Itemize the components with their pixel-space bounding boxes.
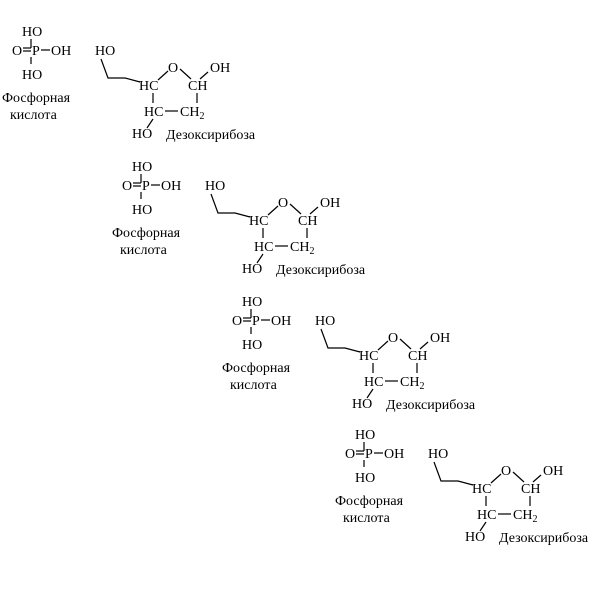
molecule-group-2: HO O P OH HO Фосфорная кислота HO HC O C…: [112, 160, 366, 278]
bond-hc-oh-bottom: [146, 118, 154, 129]
phosphate-p: P: [252, 314, 260, 329]
sugar-hc-top: HC: [359, 349, 378, 364]
sugar-hc-bottom: HC: [477, 508, 496, 523]
sugar-ch-right: CH: [298, 214, 317, 229]
phosphate-p: P: [365, 447, 373, 462]
phosphate-p: P: [142, 179, 150, 194]
phosphate-double-o: O: [345, 447, 355, 462]
bond-o-ch: [512, 471, 525, 483]
phosphate-top-ho: HO: [355, 428, 375, 443]
molecule-group-3: HO O P OH HO Фосфорная кислота HO HC O C…: [222, 295, 476, 413]
phosphate-right-oh: OH: [271, 314, 291, 329]
bond-hc-o: [267, 205, 279, 216]
phosphate-bottom-ho: HO: [242, 338, 262, 353]
sugar-ring-o: O: [501, 464, 511, 479]
deoxyribose: HO HC O CH OH HC CH2 HO Дезоксирибоза: [205, 179, 366, 278]
phosphate-right-oh: OH: [384, 447, 404, 462]
sugar-hc-top: HC: [139, 79, 158, 94]
bond-hc-o: [157, 70, 169, 81]
bond-hc-oh-bottom: [366, 388, 374, 399]
phosphate-double-o: O: [122, 179, 132, 194]
sugar-bottom-ho: HO: [132, 127, 152, 142]
phosphate-right-oh: OH: [161, 179, 181, 194]
sugar-ch2: CH2: [180, 105, 204, 122]
phosphoric-acid-label-line2: кислота: [120, 243, 168, 258]
sugar-ch2: CH2: [400, 375, 424, 392]
sugar-ch2: CH2: [290, 240, 314, 257]
bond-ch2-link: [210, 193, 251, 218]
bond-ch-oh: [419, 341, 429, 350]
phosphoric-acid-label-line1: Фосфорная: [335, 494, 404, 509]
sugar-ch-right: CH: [408, 349, 427, 364]
bond-ch-oh: [309, 206, 319, 215]
sugar-top-ho: HO: [205, 179, 225, 194]
phosphoric-acid-label-line1: Фосфорная: [112, 226, 181, 241]
sugar-top-ho: HO: [95, 44, 115, 59]
bond-ch2-link: [320, 328, 361, 353]
sugar-oh-right: OH: [430, 331, 450, 346]
sugar-top-ho: HO: [315, 314, 335, 329]
molecule-group-4: HO O P OH HO Фосфорная кислота HO HC O C…: [335, 428, 589, 546]
phosphoric-acid: HO O P OH HO Фосфорная кислота: [2, 25, 71, 123]
phosphoric-acid-label-line2: кислота: [343, 511, 391, 526]
sugar-bottom-ho: HO: [242, 262, 262, 277]
bond-ch-oh: [199, 71, 209, 80]
deoxyribose: HO HC O CH OH HC CH2 HO Дезоксирибоза: [95, 44, 256, 143]
sugar-ch-right: CH: [521, 482, 540, 497]
bond-o-ch: [179, 68, 192, 80]
sugar-oh-right: OH: [320, 196, 340, 211]
phosphate-right-oh: OH: [51, 44, 71, 59]
sugar-ch2: CH2: [513, 508, 537, 525]
sugar-hc-top: HC: [472, 482, 491, 497]
bond-ch-oh: [532, 474, 542, 483]
phosphate-bottom-ho: HO: [22, 68, 42, 83]
sugar-oh-right: OH: [543, 464, 563, 479]
bond-ch2-link: [433, 461, 474, 486]
deoxyribose-label: Дезоксирибоза: [499, 531, 589, 546]
phosphate-bottom-ho: HO: [132, 203, 152, 218]
sugar-bottom-ho: HO: [352, 397, 372, 412]
bond-ch2-link: [100, 58, 141, 83]
phosphoric-acid: HO O P OH HO Фосфорная кислота: [335, 428, 404, 526]
deoxyribose: HO HC O CH OH HC CH2 HO Дезоксирибоза: [315, 314, 476, 413]
bond-hc-oh-bottom: [479, 521, 487, 532]
deoxyribose-label: Дезоксирибоза: [276, 263, 366, 278]
phosphoric-acid-label-line1: Фосфорная: [2, 91, 71, 106]
sugar-ring-o: O: [278, 196, 288, 211]
phosphoric-acid: HO O P OH HO Фосфорная кислота: [112, 160, 181, 258]
phosphate-top-ho: HO: [22, 25, 42, 40]
phosphate-double-o: O: [12, 44, 22, 59]
deoxyribose-label: Дезоксирибоза: [386, 398, 476, 413]
phosphate-top-ho: HO: [242, 295, 262, 310]
sugar-oh-right: OH: [210, 61, 230, 76]
sugar-ring-o: O: [168, 61, 178, 76]
sugar-ch-right: CH: [188, 79, 207, 94]
sugar-hc-bottom: HC: [254, 240, 273, 255]
sugar-top-ho: HO: [428, 447, 448, 462]
sugar-ring-o: O: [388, 331, 398, 346]
sugar-hc-top: HC: [249, 214, 268, 229]
phosphate-top-ho: HO: [132, 160, 152, 175]
bond-hc-oh-bottom: [256, 253, 264, 264]
bond-o-ch: [289, 203, 302, 215]
bond-o-ch: [399, 338, 412, 350]
phosphoric-acid: HO O P OH HO Фосфорная кислота: [222, 295, 291, 393]
deoxyribose-label: Дезоксирибоза: [166, 128, 256, 143]
molecule-group-1: HO O P OH HO Фосфорная кислота HO HC O C…: [2, 25, 256, 143]
deoxyribose: HO HC O CH OH HC CH2 HO Дезоксирибоза: [428, 447, 589, 546]
phosphoric-acid-label-line2: кислота: [230, 378, 278, 393]
phosphate-p: P: [32, 44, 40, 59]
sugar-hc-bottom: HC: [144, 105, 163, 120]
sugar-bottom-ho: HO: [465, 530, 485, 545]
phosphate-double-o: O: [232, 314, 242, 329]
sugar-hc-bottom: HC: [364, 375, 383, 390]
phosphoric-acid-label-line2: кислота: [10, 108, 58, 123]
phosphate-bottom-ho: HO: [355, 471, 375, 486]
bond-hc-o: [490, 473, 502, 484]
phosphoric-acid-label-line1: Фосфорная: [222, 361, 291, 376]
bond-hc-o: [377, 340, 389, 351]
